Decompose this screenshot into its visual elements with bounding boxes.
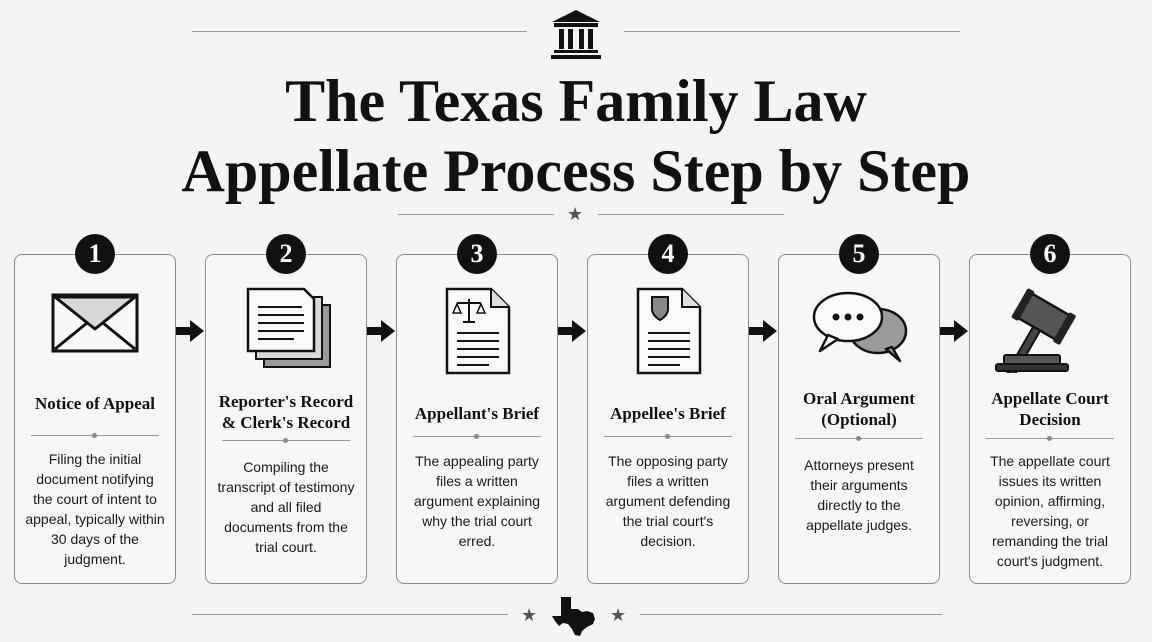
header-rule-left	[192, 31, 527, 32]
step-card-1: Notice of Appeal Filing the initial docu…	[14, 254, 176, 584]
documents-stack-icon	[206, 285, 366, 375]
card-divider	[604, 434, 732, 439]
step-description: Filing the initial document notifying th…	[25, 451, 165, 567]
card-divider	[222, 438, 350, 443]
step-number-badge: 3	[457, 234, 497, 274]
star-icon: ★	[567, 204, 584, 224]
page-title-line-2: Appellate Process Step by Step	[181, 138, 971, 204]
card-divider	[795, 436, 923, 441]
step-number-badge: 5	[839, 234, 879, 274]
arrow-right-icon	[176, 320, 204, 342]
step-number-badge: 1	[75, 234, 115, 274]
step-description: The appealing party files a written argu…	[413, 453, 541, 549]
envelope-icon	[15, 285, 175, 375]
step-number-badge: 2	[266, 234, 306, 274]
step-card-4: Appellee's Brief The opposing party file…	[587, 254, 749, 584]
arrow-right-icon	[749, 320, 777, 342]
subtitle-rule-right	[598, 214, 784, 215]
page-title-line-1: The Texas Family Law	[285, 68, 867, 134]
brief-scales-icon	[397, 285, 557, 375]
step-description: Compiling the transcript of testimony an…	[217, 459, 355, 555]
step-title: Appellant's Brief	[414, 404, 540, 423]
step-description: The appellate court issues its written o…	[990, 453, 1110, 569]
card-divider	[413, 434, 541, 439]
courthouse-icon	[549, 8, 603, 60]
subtitle-rule-left	[398, 214, 554, 215]
step-number-badge: 6	[1030, 234, 1070, 274]
brief-shield-icon	[588, 285, 748, 375]
step-title: Oral Argument (Optional)	[803, 389, 915, 429]
card-divider	[986, 436, 1114, 441]
step-title: Appellate Court Decision	[991, 389, 1109, 429]
step-number-badge: 4	[648, 234, 688, 274]
step-title: Appellee's Brief	[610, 404, 726, 423]
card-divider	[31, 433, 159, 438]
footer-rule-left	[192, 614, 508, 615]
step-title: Reporter's Record & Clerk's Record	[218, 392, 354, 432]
step-description: Attorneys present their arguments direct…	[804, 457, 914, 533]
step-card-2: Reporter's Record & Clerk's Record Compi…	[205, 254, 367, 584]
arrow-right-icon	[558, 320, 586, 342]
star-icon: ★	[521, 605, 538, 625]
texas-state-icon	[551, 595, 597, 637]
header-rule-right	[624, 31, 960, 32]
step-card-5: Oral Argument (Optional) Attorneys prese…	[778, 254, 940, 584]
step-card-3: Appellant's Brief The appealing party fi…	[396, 254, 558, 584]
speech-bubbles-icon	[779, 285, 939, 375]
arrow-right-icon	[367, 320, 395, 342]
step-title: Notice of Appeal	[35, 394, 155, 413]
gavel-icon	[970, 285, 1130, 375]
arrow-right-icon	[940, 320, 968, 342]
step-description: The opposing party files a written argum…	[605, 453, 731, 549]
star-icon: ★	[610, 605, 627, 625]
footer-rule-right	[640, 614, 942, 615]
step-card-6: Appellate Court Decision The appellate c…	[969, 254, 1131, 584]
